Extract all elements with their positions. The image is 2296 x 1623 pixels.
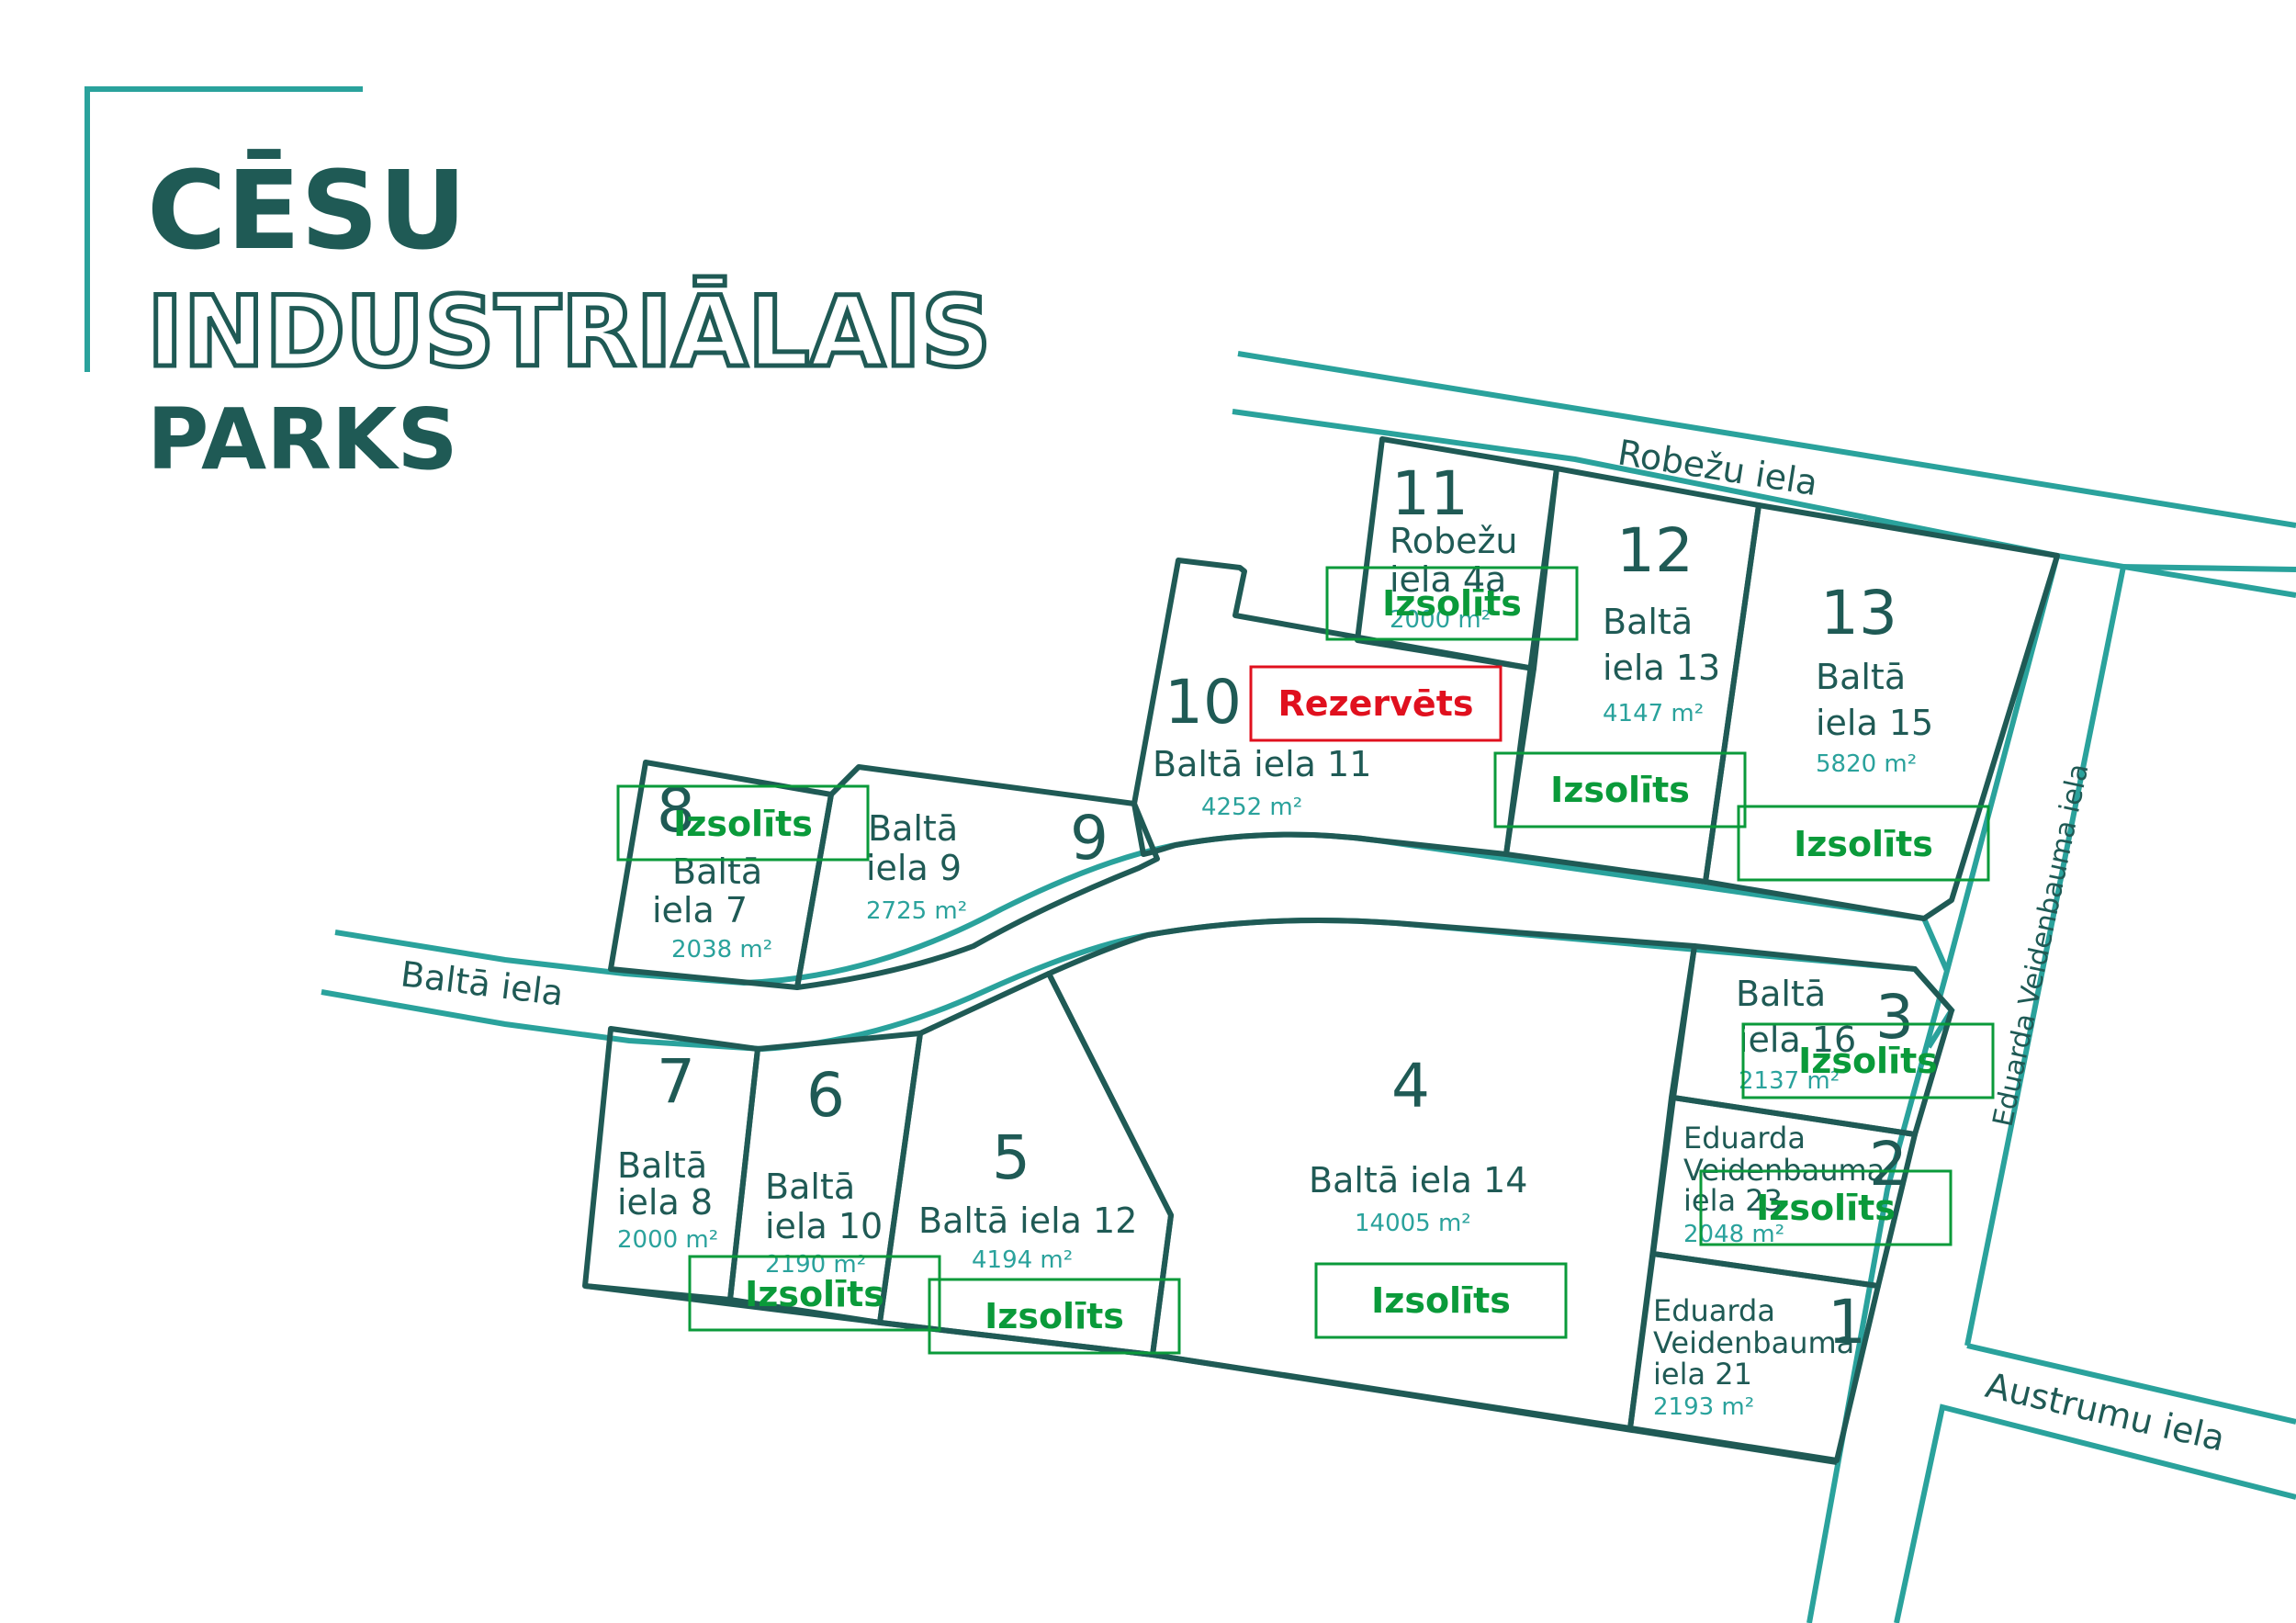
header-frame bbox=[84, 86, 363, 372]
plot-13-number: 13 bbox=[1820, 578, 1897, 648]
plot-5-area: 4194 m² bbox=[972, 1246, 1073, 1274]
plot-8-addr-1: Baltā bbox=[672, 851, 762, 892]
status-label: Izsolīts bbox=[1371, 1280, 1511, 1321]
title-line-2: INDUSTRIĀLAIS bbox=[147, 276, 991, 389]
plot-12-area: 4147 m² bbox=[1603, 700, 1704, 727]
plot-4-area: 14005 m² bbox=[1355, 1210, 1471, 1237]
plot-1-addr-2: Veidenbauma bbox=[1653, 1325, 1854, 1360]
plot-6-addr-1: Baltā bbox=[765, 1167, 855, 1207]
status-badge-plot-11[interactable]: Izsolīts bbox=[1325, 566, 1579, 641]
title-line-3: PARKS bbox=[147, 390, 458, 489]
plot-11-addr-1: Robežu bbox=[1390, 521, 1517, 561]
plot-3-addr-1: Baltā bbox=[1736, 974, 1826, 1014]
plot-9-area: 2725 m² bbox=[866, 897, 967, 925]
plot-7-addr-1: Baltā bbox=[617, 1145, 707, 1186]
status-badge-plot-12[interactable]: Izsolīts bbox=[1493, 751, 1747, 828]
status-label: Izsolīts bbox=[1794, 824, 1933, 864]
status-badge-plot-2[interactable]: Izsolīts bbox=[1699, 1169, 1953, 1246]
plot-11-outline bbox=[1355, 436, 1559, 671]
plot-7-number: 7 bbox=[657, 1046, 695, 1117]
street-balta-top bbox=[334, 831, 1950, 986]
status-label: Izsolīts bbox=[745, 1274, 884, 1314]
plot-6-addr-2: iela 10 bbox=[765, 1206, 883, 1246]
plot-9-outline bbox=[794, 764, 1160, 990]
status-badge-plot-6[interactable]: Izsolīts bbox=[688, 1255, 941, 1332]
plot-13-addr-1: Baltā bbox=[1816, 657, 1906, 697]
status-badge-plot-13[interactable]: Izsolīts bbox=[1737, 805, 1990, 882]
status-label: Izsolīts bbox=[985, 1296, 1124, 1336]
plot-10-area: 4252 m² bbox=[1201, 794, 1302, 821]
status-badge-plot-4[interactable]: Izsolīts bbox=[1314, 1262, 1568, 1339]
plot-outlines bbox=[582, 436, 2060, 1465]
plot-10-addr-1: Baltā iela 11 bbox=[1153, 744, 1371, 784]
plot-6-number: 6 bbox=[806, 1060, 845, 1131]
plot-13-area: 5820 m² bbox=[1816, 750, 1917, 778]
plot-4-outline bbox=[1046, 917, 1697, 1431]
status-badge-plot-5[interactable]: Izsolīts bbox=[928, 1278, 1181, 1355]
status-label: Izsolīts bbox=[1756, 1188, 1896, 1228]
title-line-1: CĒSU bbox=[147, 147, 467, 274]
plot-8-addr-2: iela 7 bbox=[652, 890, 748, 930]
street-robezu-top bbox=[1237, 351, 2296, 528]
plot-3-number: 3 bbox=[1875, 982, 1914, 1053]
plot-3-outline bbox=[1671, 943, 1954, 1137]
status-label: Izsolīts bbox=[1550, 770, 1690, 810]
plot-8-area: 2038 m² bbox=[671, 936, 772, 964]
plot-4-number: 4 bbox=[1391, 1051, 1430, 1121]
plot-5-addr-1: Baltā iela 12 bbox=[918, 1200, 1137, 1241]
plot-1-addr-3: iela 21 bbox=[1653, 1357, 1752, 1392]
street-outlines bbox=[321, 351, 2296, 1623]
plot-12-addr-2: iela 13 bbox=[1603, 648, 1720, 688]
plot-4-addr-1: Baltā iela 14 bbox=[1309, 1160, 1527, 1200]
plot-12-number: 12 bbox=[1616, 515, 1694, 586]
plot-1-addr-1: Eduarda bbox=[1653, 1293, 1775, 1328]
street-austrumu-top bbox=[1966, 1343, 2296, 1425]
plot-2-number: 2 bbox=[1869, 1129, 1908, 1200]
plot-11-addr-2: iela 4a bbox=[1390, 559, 1506, 600]
plot-7-area: 2000 m² bbox=[617, 1226, 718, 1254]
plot-12-addr-1: Baltā bbox=[1603, 602, 1693, 642]
street-robezu-bottom bbox=[1232, 409, 2296, 598]
plot-3-addr-2: iela 16 bbox=[1739, 1020, 1856, 1060]
plot-7-addr-2: iela 8 bbox=[617, 1182, 713, 1223]
south-boundary bbox=[584, 1283, 1838, 1465]
plot-9-number: 9 bbox=[1070, 803, 1109, 873]
plot-9-addr-2: iela 9 bbox=[866, 848, 962, 888]
status-label: Izsolīts bbox=[673, 804, 813, 844]
street-austrumu-bottom bbox=[1894, 1403, 2296, 1623]
plot-10-number: 10 bbox=[1165, 667, 1242, 738]
status-badge-plot-3[interactable]: Izsolīts bbox=[1741, 1022, 1995, 1099]
plot-1-area: 2193 m² bbox=[1653, 1393, 1754, 1421]
status-badge-plot-10[interactable]: Rezervēts bbox=[1249, 665, 1503, 742]
street-veidenbauma-right bbox=[1964, 563, 2296, 1347]
status-badge-plot-8[interactable]: Izsolīts bbox=[616, 784, 870, 862]
plot-11-area: 2000 m² bbox=[1390, 606, 1491, 634]
plot-5-number: 5 bbox=[992, 1122, 1030, 1193]
plot-2-addr-1: Eduarda bbox=[1683, 1121, 1806, 1155]
status-label: Izsolīts bbox=[1798, 1041, 1938, 1081]
plot-1-number: 1 bbox=[1828, 1287, 1866, 1358]
plot-13-addr-2: iela 15 bbox=[1816, 703, 1933, 743]
street-label-veidenbauma: Eduarda Veidenbauma iela bbox=[1987, 761, 2096, 1129]
status-label: Izsolīts bbox=[1382, 583, 1522, 624]
status-label: Rezervēts bbox=[1278, 683, 1474, 724]
plot-9-addr-1: Baltā bbox=[868, 808, 958, 849]
status-badges: Izsolīts Rezervēts Izsolīts Izsolīts Izs… bbox=[616, 566, 1995, 1355]
plot-13-outline bbox=[1703, 502, 2060, 921]
page-title: CĒSU INDUSTRIĀLAIS PARKS bbox=[145, 147, 994, 489]
plot-11-number: 11 bbox=[1391, 458, 1469, 529]
plot-3-area: 2137 m² bbox=[1739, 1067, 1840, 1095]
